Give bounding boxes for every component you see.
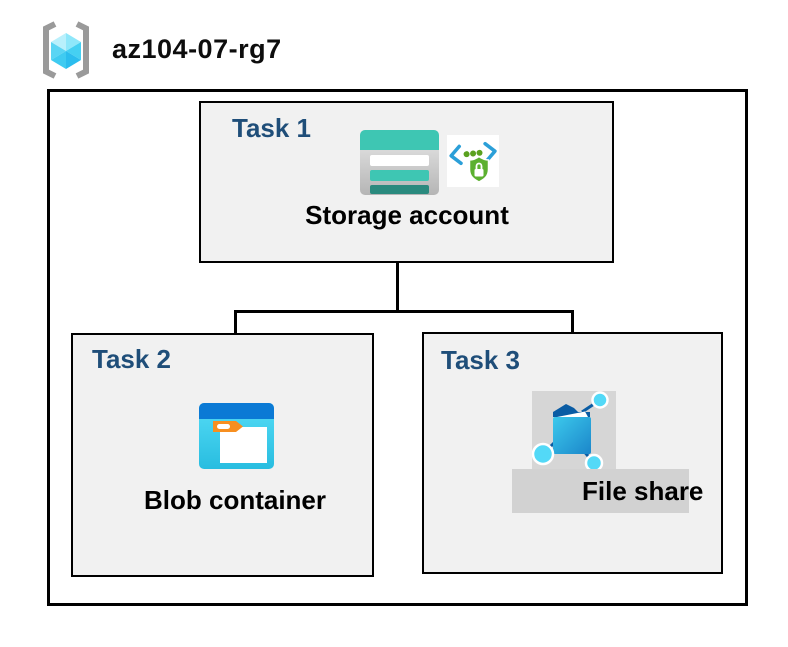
task2-box: Task 2 Blob container xyxy=(71,333,374,577)
blob-container-icon xyxy=(199,403,274,469)
connector-storage-trunk xyxy=(396,236,399,312)
task1-label: Task 1 xyxy=(232,113,312,143)
resource-group-name: az104-07-rg7 xyxy=(112,34,282,64)
task2-label: Task 2 xyxy=(92,344,172,374)
task1-box: Task 1 S xyxy=(199,101,614,263)
connector-branch-horizontal xyxy=(234,310,574,313)
resource-group-icon xyxy=(43,21,89,79)
secure-access-icon xyxy=(447,135,499,187)
file-share-label: File share xyxy=(582,476,704,506)
task3-box: Task 3 File share xyxy=(422,332,723,574)
file-share-icon xyxy=(532,391,609,470)
blob-container-label: Blob container xyxy=(143,485,327,515)
task3-label: Task 3 xyxy=(441,345,521,375)
storage-account-icon xyxy=(360,130,439,195)
storage-account-label: Storage account xyxy=(305,200,509,230)
resource-group-header: az104-07-rg7 xyxy=(0,0,788,88)
file-share-icon-highlight xyxy=(532,391,616,470)
file-share-label-highlight: File share xyxy=(512,469,703,513)
